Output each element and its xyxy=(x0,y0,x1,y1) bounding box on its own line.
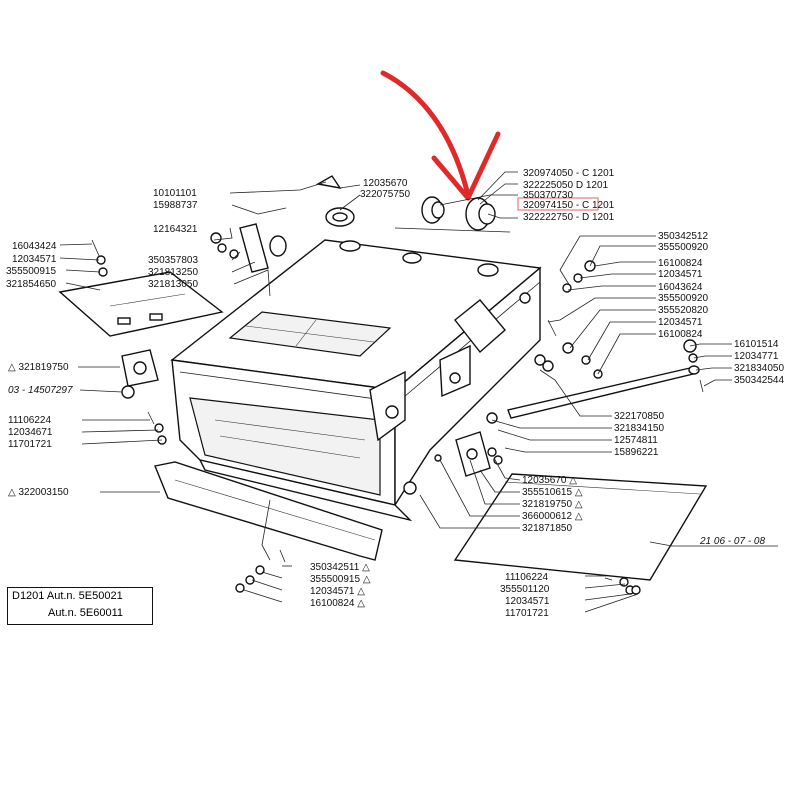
part-label: 12164321 xyxy=(153,224,198,235)
part-label: 366000612 △ xyxy=(522,511,583,522)
part-label: 355500915 xyxy=(6,266,56,277)
part-label: 355500920 xyxy=(658,293,708,304)
part-label: 355500915 △ xyxy=(310,574,371,585)
part-label: △ 322003150 xyxy=(8,487,69,498)
reference-line-1: D1201 Aut.n. 5E50021 xyxy=(12,590,123,602)
part-label: 10101101 xyxy=(153,188,197,199)
part-label: 321871850 xyxy=(522,523,572,534)
part-label: 16043424 xyxy=(12,241,57,252)
bottom-angle-plate xyxy=(154,461,383,561)
red-arrow-icon xyxy=(380,70,471,198)
part-label: 350370730 xyxy=(523,190,573,201)
part-label: 11106224 xyxy=(8,415,51,426)
part-label-highlighted: 320974150 - C 1201 xyxy=(523,200,615,211)
part-label: 321813050 xyxy=(148,279,198,290)
part-label: 355500920 xyxy=(658,242,708,253)
highlighted-part-box xyxy=(517,197,599,211)
part-label: 355520820 xyxy=(658,305,708,316)
part-label: 350342512 xyxy=(658,231,708,242)
part-label: 322222750 - D 1201 xyxy=(523,212,615,223)
part-label: 322075750 xyxy=(360,189,410,200)
part-label: 350342544 xyxy=(734,375,784,386)
part-label: 16100824 xyxy=(658,329,703,340)
part-label: 03 - 14507297 xyxy=(8,385,73,396)
part-label: 12034571 xyxy=(658,269,703,280)
part-label: 16100824 xyxy=(658,258,703,269)
part-label: 11106224 xyxy=(505,572,548,583)
part-label: 12034771 xyxy=(734,351,779,362)
part-label: 321813250 xyxy=(148,267,198,278)
part-label: 12034571 xyxy=(12,254,57,265)
main-frame-drawing xyxy=(170,239,542,522)
left-cover-plate xyxy=(58,271,224,337)
reference-line-2: Aut.n. 5E60011 xyxy=(48,607,124,619)
center-hardware xyxy=(434,412,503,477)
part-label: 322225050 D 1201 xyxy=(523,180,609,191)
reference-box: D1201 Aut.n. 5E50021 Aut.n. 5E60011 xyxy=(7,587,153,625)
part-label: 11701721 xyxy=(8,439,52,450)
part-label: 350357803 xyxy=(148,255,198,266)
part-label: 350342511 △ xyxy=(310,562,370,573)
red-arrowhead-icon xyxy=(431,131,501,201)
part-label: 16100824 △ xyxy=(310,598,365,609)
part-label: 15896221 xyxy=(614,447,659,458)
part-label: 12034571 xyxy=(658,317,703,328)
part-label: 12034571 △ xyxy=(310,586,365,597)
part-label: 12574811 xyxy=(614,435,658,446)
part-label: 321834150 xyxy=(614,423,664,434)
tray-panel xyxy=(453,473,708,581)
part-label: 11701721 xyxy=(505,608,549,619)
part-label: △ 321819750 xyxy=(8,362,69,373)
part-label: 321834050 xyxy=(734,363,784,374)
flange-parts xyxy=(394,196,511,233)
part-label: 321854650 xyxy=(6,279,56,290)
part-label: 355501120 xyxy=(500,584,550,595)
part-label: 12035670 △ xyxy=(522,475,577,486)
leader-lines xyxy=(59,171,778,613)
part-label: 16101514 xyxy=(734,339,779,350)
part-label: 321819750 △ xyxy=(522,499,583,510)
part-label: 322170850 xyxy=(614,411,664,422)
part-label: 320974050 - C 1201 xyxy=(523,168,615,179)
date-code: 21 06 - 07 - 08 xyxy=(699,536,765,547)
part-label: 12035670 xyxy=(363,178,408,189)
part-labels: 320974050 - C 1201 322225050 D 1201 3503… xyxy=(6,168,784,619)
part-label: 12034671 xyxy=(8,427,53,438)
upper-left-hardware xyxy=(91,175,355,277)
part-label: 12034571 xyxy=(505,596,550,607)
part-label: 15988737 xyxy=(153,200,198,211)
part-label: 355510615 △ xyxy=(522,487,583,498)
part-label: 16043624 xyxy=(658,282,703,293)
